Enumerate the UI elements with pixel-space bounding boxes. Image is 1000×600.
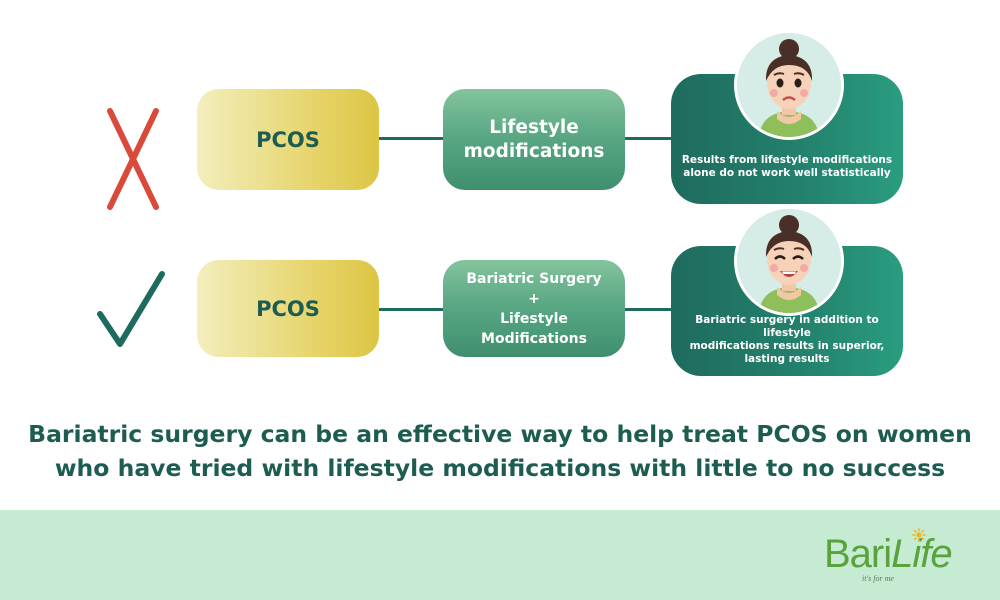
- condition-label: PCOS: [256, 127, 320, 152]
- sad-woman-face-icon: [734, 30, 844, 140]
- logo-brand-b: Life: [891, 532, 952, 576]
- treatment-line: modifications: [463, 140, 605, 162]
- statement-line: Bariatric surgery can be an effective wa…: [28, 420, 972, 448]
- pathway-row-surgery-plus-lifestyle: PCOS Bariatric Surgery + Lifestyle Modif…: [0, 206, 1000, 382]
- result-line: lasting results: [744, 353, 830, 365]
- summary-statement: Bariatric surgery can be an effective wa…: [20, 417, 980, 485]
- treatment-line: Lifestyle: [500, 310, 568, 327]
- logo-wordmark: BariLife: [824, 532, 953, 576]
- pathway-row-lifestyle-only: PCOS Lifestyle modifications Results fro…: [0, 30, 1000, 210]
- statement-line: who have tried with lifestyle modificati…: [54, 454, 946, 482]
- treatment-line: Lifestyle: [489, 116, 579, 138]
- treatment-line: Bariatric Surgery: [466, 270, 602, 287]
- happy-woman-face-icon: [734, 206, 844, 316]
- result-line: modifications results in superior,: [689, 340, 885, 352]
- x-mark-icon: [107, 108, 159, 210]
- connector-line: [620, 137, 712, 140]
- result-line: alone do not work well statistically: [683, 167, 891, 179]
- logo-tagline: it's for me: [862, 574, 894, 583]
- sun-icon: [912, 528, 926, 542]
- footer-band: BariLife it's for me: [0, 510, 1000, 600]
- check-mark-icon: [97, 271, 165, 347]
- result-line: Bariatric surgery in addition to lifesty…: [695, 314, 879, 339]
- treatment-line: +: [528, 290, 540, 307]
- connector-line: [376, 137, 446, 140]
- condition-box: PCOS: [197, 260, 379, 357]
- treatment-line: Modifications: [481, 330, 587, 347]
- logo-brand-a: Bari: [824, 532, 892, 576]
- condition-label: PCOS: [256, 296, 320, 321]
- condition-box: PCOS: [197, 89, 379, 190]
- result-line: Results from lifestyle modifications: [681, 154, 893, 166]
- connector-line: [620, 308, 676, 311]
- treatment-box: Bariatric Surgery + Lifestyle Modificati…: [443, 260, 625, 357]
- connector-line: [376, 308, 446, 311]
- treatment-box: Lifestyle modifications: [443, 89, 625, 190]
- barilife-logo[interactable]: BariLife it's for me: [824, 528, 954, 587]
